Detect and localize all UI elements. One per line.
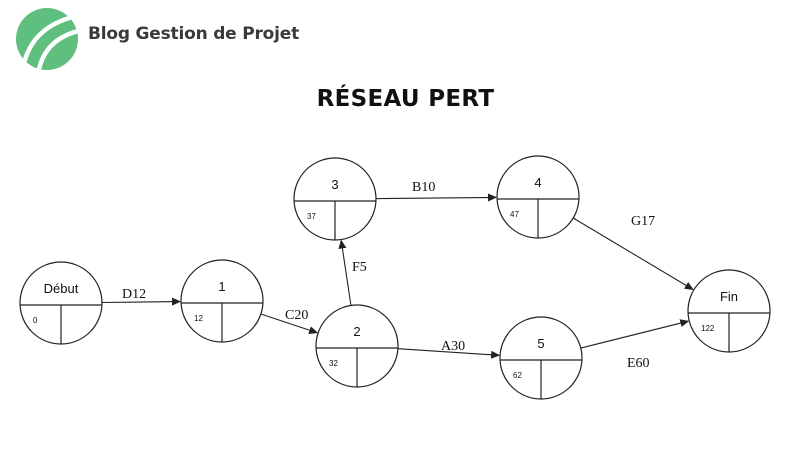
edge-arrow-a30 — [397, 348, 501, 359]
pert-node-n4: 4 47 — [496, 155, 580, 239]
edge-label: D12 — [122, 287, 146, 302]
edge-label: C20 — [285, 308, 308, 323]
edge-arrow-e60 — [580, 319, 690, 349]
edge-label: F5 — [352, 260, 367, 275]
edge-label: B10 — [412, 180, 435, 195]
node-earliest-date: 12 — [194, 314, 203, 323]
node-earliest-date: 122 — [701, 324, 715, 333]
diagram-title: RÉSEAU PERT — [316, 86, 495, 112]
node-earliest-date: 62 — [513, 371, 522, 380]
node-name: 2 — [353, 324, 360, 339]
node-earliest-date: 37 — [307, 212, 316, 221]
edge-label: A30 — [441, 339, 465, 354]
pert-node-n5: 5 62 — [499, 316, 583, 400]
pert-node-n3: 3 37 — [293, 157, 377, 241]
node-name: 5 — [537, 336, 544, 351]
edge-arrow-d12 — [101, 297, 182, 306]
pert-node-fin: Fin 122 — [687, 269, 771, 353]
edge-label: G17 — [631, 214, 655, 229]
edge-arrow-f5 — [338, 239, 352, 306]
edge-arrow-g17 — [572, 217, 694, 290]
node-name: 3 — [331, 177, 338, 192]
node-earliest-date: 0 — [33, 316, 38, 325]
node-earliest-date: 32 — [329, 359, 338, 368]
node-name: Début — [44, 281, 79, 296]
pert-node-n2: 2 32 — [315, 304, 399, 388]
node-earliest-date: 47 — [510, 210, 519, 219]
pert-node-n1: 1 12 — [180, 259, 264, 343]
brand-logo — [16, 8, 78, 70]
edge-arrow-b10 — [375, 193, 498, 202]
node-name: 4 — [534, 175, 541, 190]
edge-arrow-c20 — [260, 313, 319, 334]
node-name: Fin — [720, 289, 738, 304]
node-name: 1 — [218, 279, 225, 294]
edge-label: E60 — [627, 356, 650, 371]
pert-node-debut: Début 0 — [19, 261, 103, 345]
brand-name[interactable]: Blog Gestion de Projet — [88, 24, 300, 44]
